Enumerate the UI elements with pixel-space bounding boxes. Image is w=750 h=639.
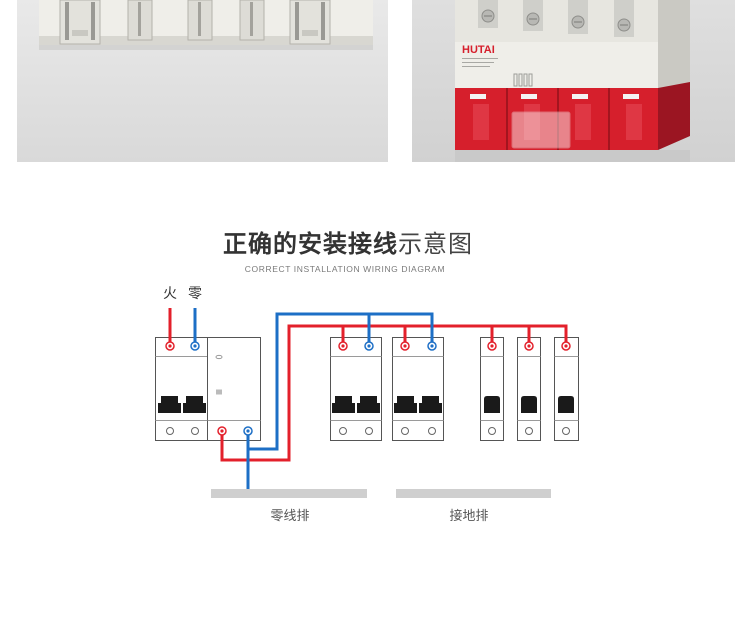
diagram-title-rest: 示意图 (398, 230, 473, 258)
breaker-handle (357, 396, 380, 413)
handle-tie-bar (511, 111, 571, 149)
breaker-body (155, 337, 208, 441)
diagram-title: 正确的安装接线示意图 (148, 230, 548, 258)
breaker-body (392, 337, 444, 441)
breaker-handle (558, 396, 574, 413)
branch-breaker-1p (554, 337, 579, 441)
status-window (470, 94, 486, 99)
terminal-screws (478, 0, 634, 37)
ground-busbar (396, 489, 551, 498)
terminal (562, 427, 570, 435)
branch-breaker-1p (517, 337, 541, 441)
status-window (623, 94, 639, 99)
breaker-body (330, 337, 382, 441)
main-breaker (155, 337, 208, 441)
product-photo-bottom-view (17, 0, 388, 162)
terminal (166, 427, 174, 435)
breaker-handle (484, 396, 500, 413)
module-body (207, 337, 261, 441)
photo-bottom-view-drawing (17, 0, 388, 162)
terminal (191, 427, 199, 435)
diagram-title-emphasis: 正确的安装接线 (223, 230, 398, 258)
branch-breaker-2p (330, 337, 382, 441)
branch-breaker-2p (392, 337, 444, 441)
live-wire-label: 火 (163, 286, 177, 302)
breaker-shadow (455, 150, 690, 162)
status-window (572, 94, 588, 99)
din-clip (59, 0, 101, 45)
terminal-screw (523, 0, 543, 31)
toggle-lever (473, 104, 489, 140)
breaker-handle (183, 396, 206, 413)
din-clip (187, 0, 213, 41)
breaker-body (480, 337, 504, 441)
terminal (365, 427, 373, 435)
terminal-marking (513, 73, 533, 87)
live-feed-wire (220, 324, 568, 462)
diagram-subtitle: CORRECT INSTALLATION WIRING DIAGRAM (244, 264, 446, 274)
toggle-lever (524, 104, 540, 140)
breaker-body (554, 337, 579, 441)
indicator-window (215, 354, 223, 360)
terminal-screw (478, 0, 498, 28)
toggle-lever (626, 104, 642, 140)
terminal (525, 427, 533, 435)
breaker-handle (521, 396, 537, 413)
terminal (428, 427, 436, 435)
din-clip (289, 0, 331, 45)
terminal-screw (568, 0, 588, 34)
neutral-feed-wire (248, 312, 434, 451)
breaker-side-face (658, 0, 690, 150)
rating-print (462, 58, 498, 67)
ground-busbar-label: 接地排 (449, 509, 489, 524)
din-clip (239, 0, 265, 41)
branch-breaker-1p (480, 337, 504, 441)
status-window (521, 94, 537, 99)
photo-front-view-drawing: HUTAI (412, 0, 735, 162)
terminal-screw (614, 0, 634, 37)
neutral-busbar (211, 489, 367, 498)
handle-section (455, 88, 658, 150)
breaker-body (517, 337, 541, 441)
product-photo-front-view: HUTAI (412, 0, 735, 162)
brand-logo: HUTAI (462, 44, 495, 56)
breaker-handle (158, 396, 181, 413)
terminal (401, 427, 409, 435)
wiring (168, 308, 568, 489)
toggle-lever (575, 104, 591, 140)
din-rail-clips (59, 0, 331, 45)
terminal (339, 427, 347, 435)
breaker-handle (394, 396, 417, 413)
terminal (488, 427, 496, 435)
neutral-busbar-label: 零线排 (270, 509, 310, 524)
breaker-handle (332, 396, 355, 413)
din-clip (127, 0, 153, 41)
leakage-module (207, 337, 261, 441)
neutral-wire-label: 零 (188, 286, 202, 302)
test-button (216, 389, 222, 395)
breaker-handle (419, 396, 442, 413)
